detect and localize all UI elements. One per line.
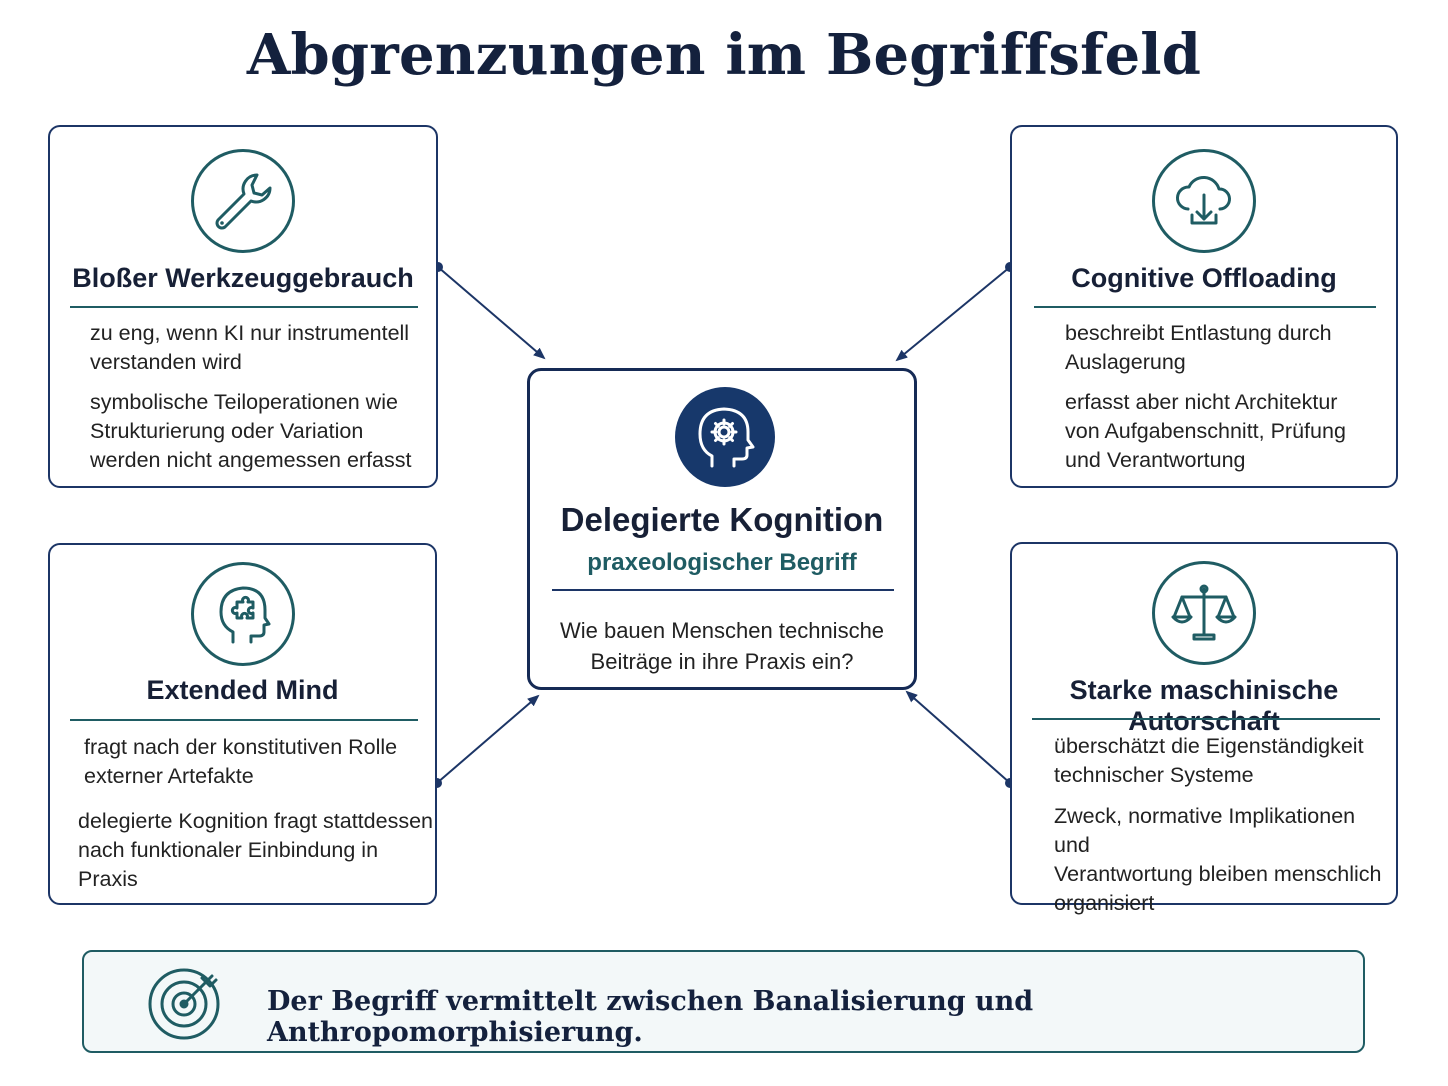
arrow-bottom-right	[905, 690, 1011, 784]
head-puzzle-icon	[190, 562, 295, 666]
card-title: Bloßer Werkzeuggebrauch	[72, 263, 414, 293]
divider	[70, 306, 418, 308]
head-gear-icon	[675, 387, 775, 487]
card-point: delegierte Kognition fragt stattdessen n…	[78, 809, 433, 891]
center-title: Delegierte Kognition	[560, 501, 884, 538]
card-point: zu eng, wenn KI nur instrumentell versta…	[90, 321, 410, 374]
card-point: fragt nach der konstitutiven Rolle exter…	[84, 735, 398, 788]
center-subtitle: praxeologischer Begriff	[587, 549, 857, 576]
footer-text: Der Begriff vermittelt zwischen Banalisi…	[267, 986, 1034, 1048]
divider	[1034, 306, 1376, 308]
divider	[1032, 718, 1380, 720]
center-concept-box: Delegierte Kognition praxeologischer Beg…	[527, 368, 917, 690]
center-question: Wie bauen Menschen technische Beiträge i…	[559, 618, 885, 674]
card-point: symbolische Teiloperationen wie Struktur…	[90, 390, 412, 472]
card-title: Cognitive Offloading	[1071, 263, 1337, 293]
card-title: Starke maschinische Autorschaft	[1069, 675, 1339, 736]
card-point: Zweck, normative Implikationen und Veran…	[1054, 804, 1382, 915]
cloud-download-icon	[1152, 149, 1256, 253]
card-cognitive-offloading: Cognitive Offloading beschreibt Entlastu…	[1010, 125, 1398, 488]
card-extended-mind: Extended Mind fragt nach der konstitutiv…	[48, 543, 437, 905]
divider	[552, 589, 894, 591]
card-point: beschreibt Entlastung durch Auslagerung	[1065, 321, 1332, 374]
page-title: Abgrenzungen im Begriffsfeld	[246, 22, 1202, 88]
card-point: überschätzt die Eigenständigkeit technis…	[1054, 734, 1364, 787]
arrow-bottom-left	[436, 694, 540, 784]
card-machine-authorship: Starke maschinische Autorschaft überschä…	[1010, 542, 1398, 915]
wrench-icon	[191, 149, 295, 253]
target-arrow-icon	[148, 968, 220, 1040]
divider	[70, 719, 418, 721]
card-title: Extended Mind	[146, 675, 339, 705]
scales-icon	[1152, 561, 1256, 665]
card-point: erfasst aber nicht Architektur von Aufga…	[1065, 390, 1346, 472]
arrow-top-left	[437, 266, 546, 360]
footer-banner: Der Begriff vermittelt zwischen Banalisi…	[82, 950, 1365, 1053]
card-tool-use: Bloßer Werkzeuggebrauch zu eng, wenn KI …	[48, 125, 438, 488]
arrow-top-right	[895, 266, 1011, 362]
